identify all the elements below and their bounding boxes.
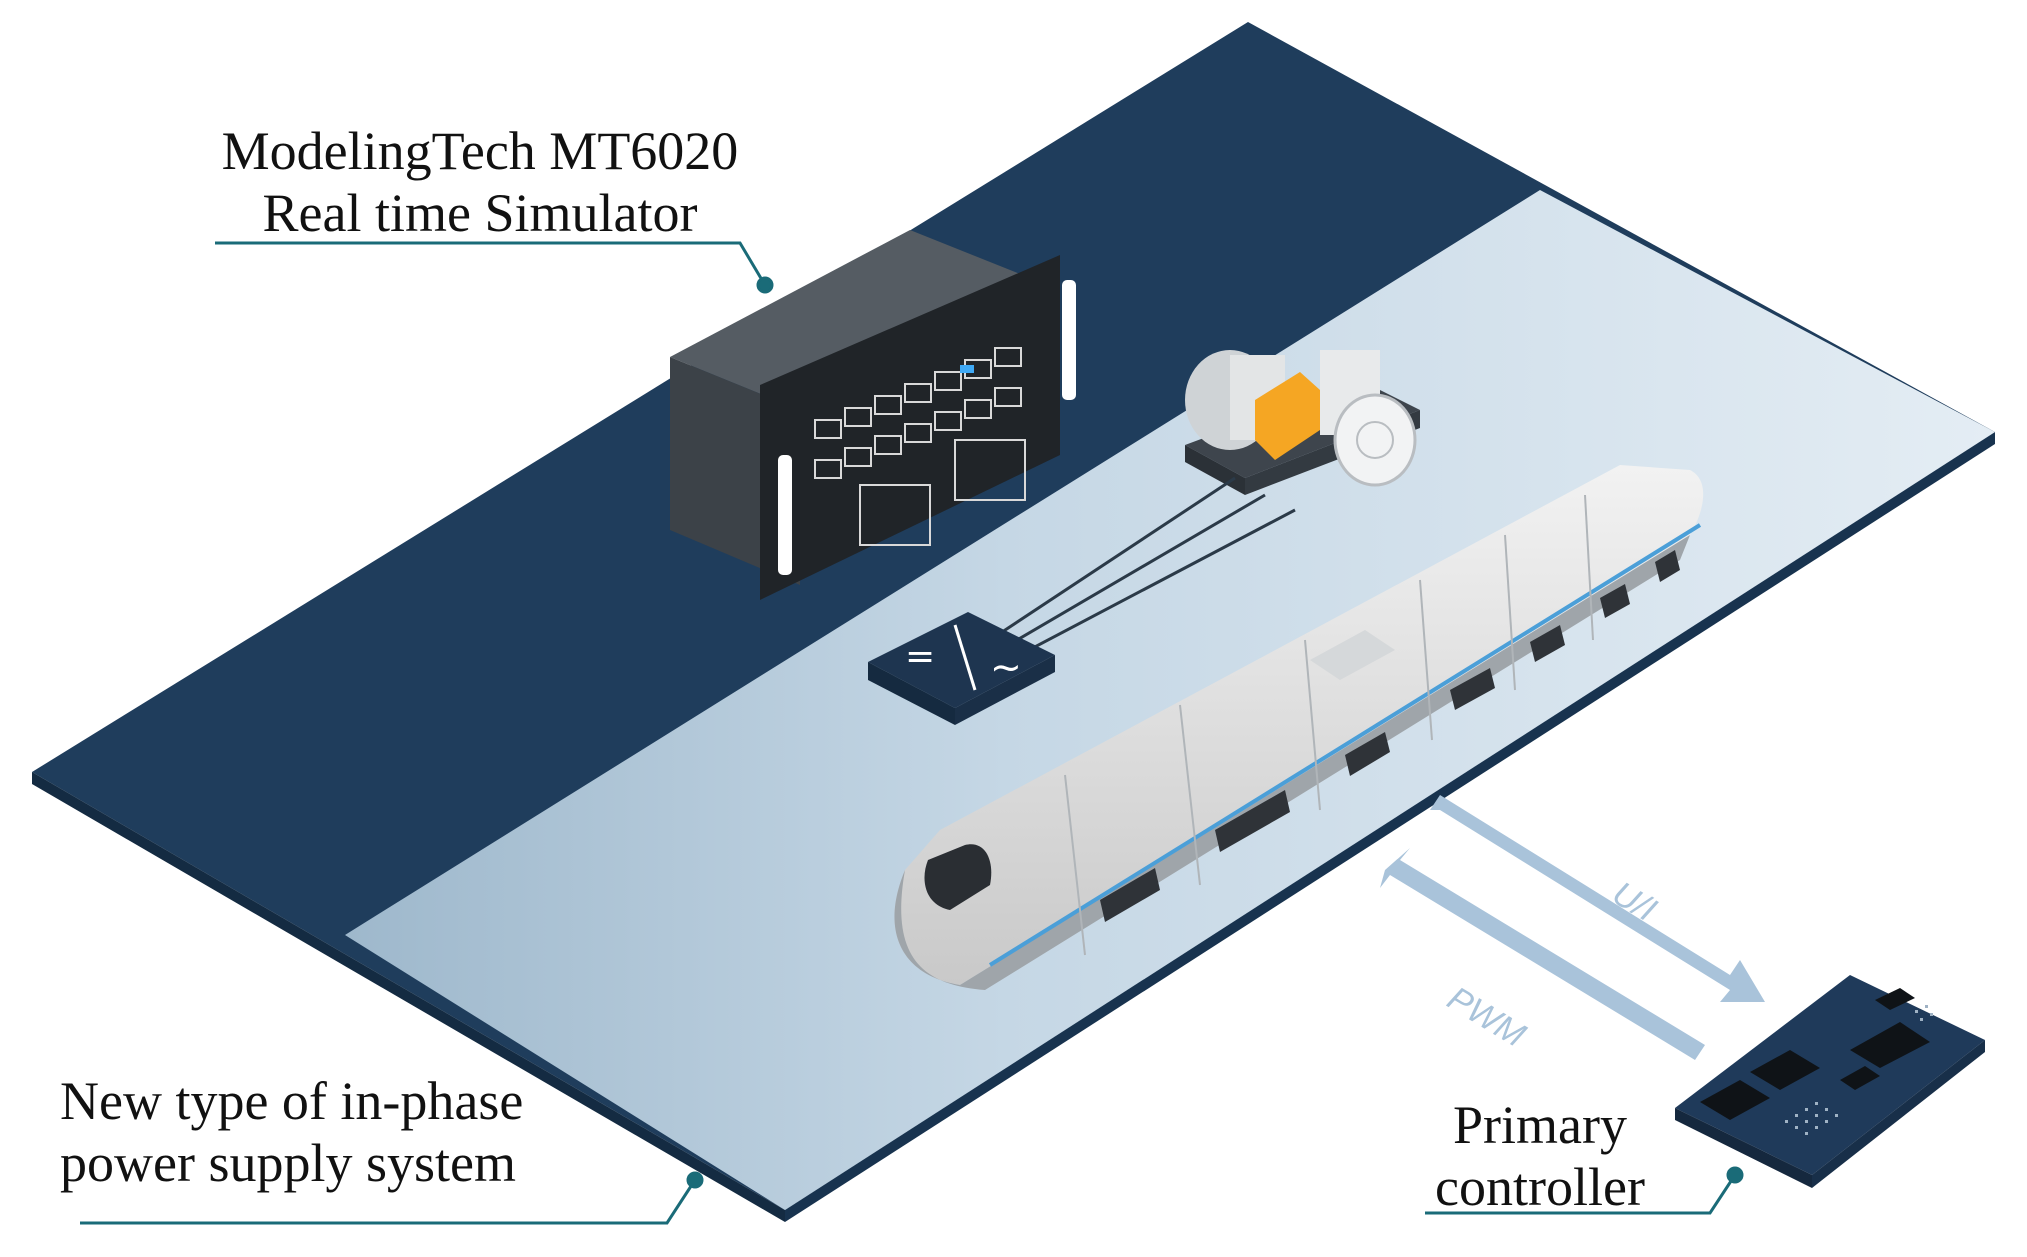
- motor-unit: [1185, 350, 1420, 495]
- signal-arrows: [1380, 795, 1765, 1060]
- ui-signal-label: U/I: [1606, 874, 1663, 929]
- simulator-label-line1: ModelingTech MT6020: [221, 121, 739, 181]
- supply-system-label: New type of in-phase power supply system: [60, 1070, 580, 1194]
- callout-controller: [1425, 1166, 1744, 1215]
- converter-ac-symbol: ~: [990, 645, 1022, 689]
- platform-edge: [32, 772, 785, 1222]
- converter-dc-symbol: =: [905, 636, 935, 677]
- controller-label-line1: Primary: [1453, 1095, 1627, 1155]
- supply-label-line1: New type of in-phase: [60, 1071, 524, 1131]
- callout-simulator: [215, 241, 774, 294]
- train: [894, 465, 1704, 990]
- pwm-signal-label: PWM: [1441, 979, 1532, 1055]
- simulator-label: ModelingTech MT6020 Real time Simulator: [190, 120, 770, 244]
- supply-label-line2: power supply system: [60, 1133, 516, 1193]
- simulator-rack: [670, 230, 1076, 600]
- callout-supply: [80, 1171, 704, 1225]
- platform-light: [345, 190, 1995, 1210]
- pwm-arrow: [1380, 848, 1705, 1060]
- cables: [989, 476, 1296, 662]
- controller-label: Primary controller: [1400, 1094, 1680, 1218]
- simulator-label-line2: Real time Simulator: [262, 183, 698, 243]
- converter: = ~: [868, 612, 1055, 725]
- ui-arrow: [1430, 795, 1765, 1002]
- controller-board: [1675, 975, 1985, 1188]
- controller-label-line2: controller: [1435, 1157, 1645, 1217]
- platform-edge-right: [785, 432, 1995, 1222]
